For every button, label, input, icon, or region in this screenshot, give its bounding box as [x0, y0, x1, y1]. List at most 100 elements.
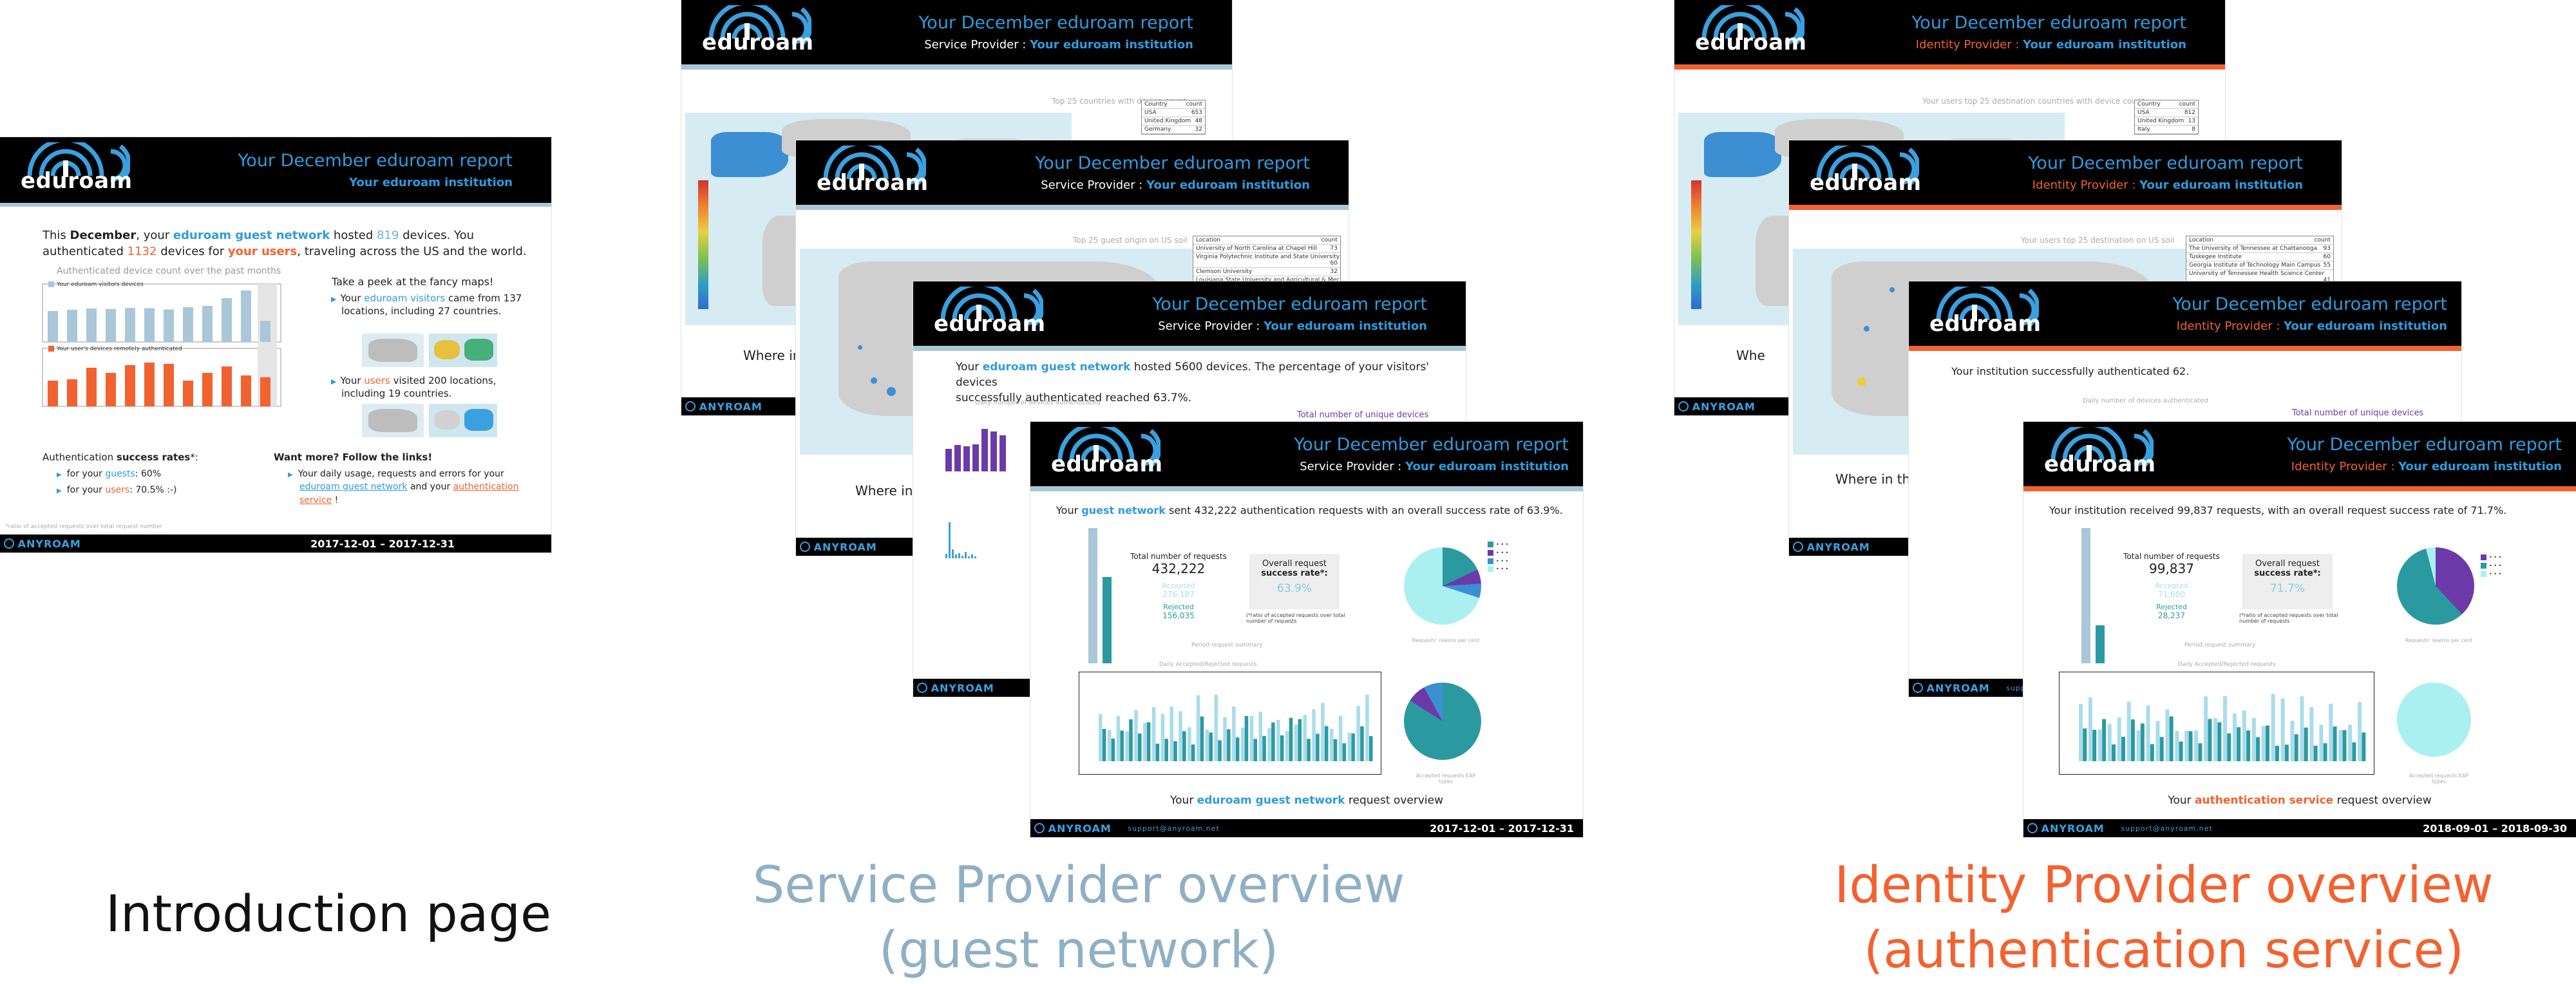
sp-requests-page: eduroam Your December eduroam report Ser…: [1030, 422, 1583, 837]
accepted-bar: [2194, 730, 2199, 761]
rejected-bar: [1111, 738, 1115, 761]
rate-users: ▶for your users: 70.5% :-): [57, 485, 177, 495]
accepted-bar: [2088, 697, 2092, 761]
realm-legend: • • •• • •• • •: [2481, 554, 2571, 578]
visitors-map-link[interactable]: eduroam visitors: [364, 292, 446, 304]
support-email-link[interactable]: support@anyroam.net: [1128, 824, 1220, 833]
sp-report-link[interactable]: eduroam guest network: [299, 482, 408, 493]
rejected-bar: [1271, 722, 1275, 761]
idp-label: Identity Provider : Your eduroam institu…: [2291, 460, 2562, 473]
anyroam-logo-icon: [4, 538, 14, 549]
eap-pie-chart[interactable]: [1404, 683, 1481, 760]
rejected-bar: [2169, 716, 2174, 761]
report-title: Your December eduroam report: [2172, 294, 2447, 314]
eduroam-logo-text: eduroam: [1695, 30, 1807, 55]
total-requests: Total number of requests 432,222 Accepte…: [1130, 552, 1227, 620]
rejected-bar: [2352, 742, 2356, 761]
rejected-bar: [1262, 735, 1266, 761]
visitor-device-bar: [144, 308, 155, 342]
device-count-chart-svg: [42, 283, 281, 407]
accepted-bar: [2079, 704, 2083, 761]
bullet-arrow-icon: ▶: [288, 471, 293, 478]
rejected-bar: [1129, 719, 1133, 761]
visitor-device-bar: [125, 308, 135, 342]
sp-label: Service Provider : Your eduroam institut…: [924, 38, 1193, 52]
report-header: eduroam Your December eduroam report You…: [0, 137, 551, 207]
accepted-bar: [2242, 710, 2246, 761]
accepted-bar: [2098, 729, 2102, 761]
eduroam-logo-text: eduroam: [1929, 311, 2041, 337]
accepted-bar: [2358, 702, 2362, 761]
accepted-bar: [2223, 695, 2227, 761]
idp-report-link[interactable]: authentication service: [299, 482, 519, 506]
report-date-range: 2017-12-01 – 2017-12-31: [310, 537, 455, 550]
caption-idp: Identity Provider overview (authenticati…: [1834, 856, 2494, 980]
idp-label: Identity Provider : Your eduroam institu…: [1915, 38, 2186, 52]
more-links: ▶Your daily usage, requests and errors f…: [288, 469, 519, 506]
rejected-bar: [2121, 737, 2125, 761]
eduroam-wifi-logo-icon: [1057, 427, 1160, 468]
anyroam-brand: ANYROAM: [1793, 541, 1870, 553]
users-map-link[interactable]: users: [364, 375, 390, 386]
sp-label: Service Provider : Your eduroam institut…: [1300, 460, 1569, 473]
rejected-bar: [1209, 732, 1213, 761]
bullet-arrow-icon: ▶: [57, 471, 62, 478]
realm-pie-chart[interactable]: [1404, 547, 1481, 625]
accepted-bar: [2348, 724, 2353, 761]
maps-title: Take a peek at the fancy maps!: [332, 276, 494, 288]
report-header: eduroam Your December eduroam report Ser…: [1030, 422, 1583, 491]
report-date-range: 2018-09-01 – 2018-09-30: [2423, 822, 2567, 835]
accepted-bar: [2290, 720, 2295, 761]
accepted-bar: [1258, 712, 1263, 761]
users-map-thumbnails[interactable]: [362, 404, 497, 437]
rejected-bar: [2179, 741, 2183, 761]
accepted-bar: [1160, 714, 1165, 761]
eap-pie-chart[interactable]: [2397, 683, 2471, 757]
request-summary-bars: [2081, 528, 2120, 663]
device-count-chart: [19, 279, 303, 427]
accepted-bar: [1125, 731, 1129, 761]
header-titles: Your December eduroam report Service Pro…: [1035, 153, 1310, 192]
idp-received-summary: Your institution received 99,837 request…: [2049, 504, 2507, 516]
eduroam-logo-text: eduroam: [1051, 451, 1163, 477]
chart-legend-visitors: Your eduroam visitors devices: [48, 280, 144, 289]
support-email-link[interactable]: support@anyroam.net: [2121, 824, 2213, 833]
overall-success-rate-box: Overall request success rate*: 63.9%: [1249, 554, 1340, 609]
eduroam-logo: eduroam: [1045, 422, 1163, 486]
your-users-link[interactable]: your users: [227, 245, 298, 259]
rejected-bar: [2208, 719, 2212, 761]
accepted-bar: [2280, 698, 2285, 761]
accepted-bar: [1312, 709, 1316, 761]
rejected-bar: [2198, 743, 2202, 761]
rejected-bar: [1173, 741, 1177, 761]
user-device-bar: [241, 375, 251, 406]
anyroam-logo-icon: [1793, 542, 1803, 552]
eduroam-logo-text: eduroam: [21, 168, 133, 194]
anyroam-logo-icon: [685, 401, 696, 412]
accepted-bar: [1267, 728, 1271, 761]
accepted-bar: [2338, 730, 2343, 761]
anyroam-logo-icon: [1678, 401, 1689, 412]
daily-requests-svg: [2079, 694, 2366, 761]
guest-network-link[interactable]: eduroam guest network: [173, 229, 330, 242]
eduroam-logo: eduroam: [927, 281, 1045, 346]
user-device-bar: [67, 379, 77, 406]
visitors-map-thumbnails[interactable]: [362, 334, 497, 367]
rejected-bar: [2323, 743, 2327, 761]
accepted-bar: [2329, 703, 2333, 761]
small-histogram: [945, 513, 1023, 558]
eduroam-logo: eduroam: [2038, 422, 2155, 486]
realm-pie-chart[interactable]: [2397, 547, 2474, 625]
rejected-bar: [1164, 739, 1168, 761]
accepted-bar: [1356, 706, 1360, 761]
report-title: Your December eduroam report: [238, 151, 513, 171]
header-titles: Your December eduroam report Identity Pr…: [1911, 13, 2186, 52]
rejected-bar: [1200, 716, 1204, 761]
chart-legend-users: Your user's devices remotely authenticat…: [48, 345, 182, 354]
